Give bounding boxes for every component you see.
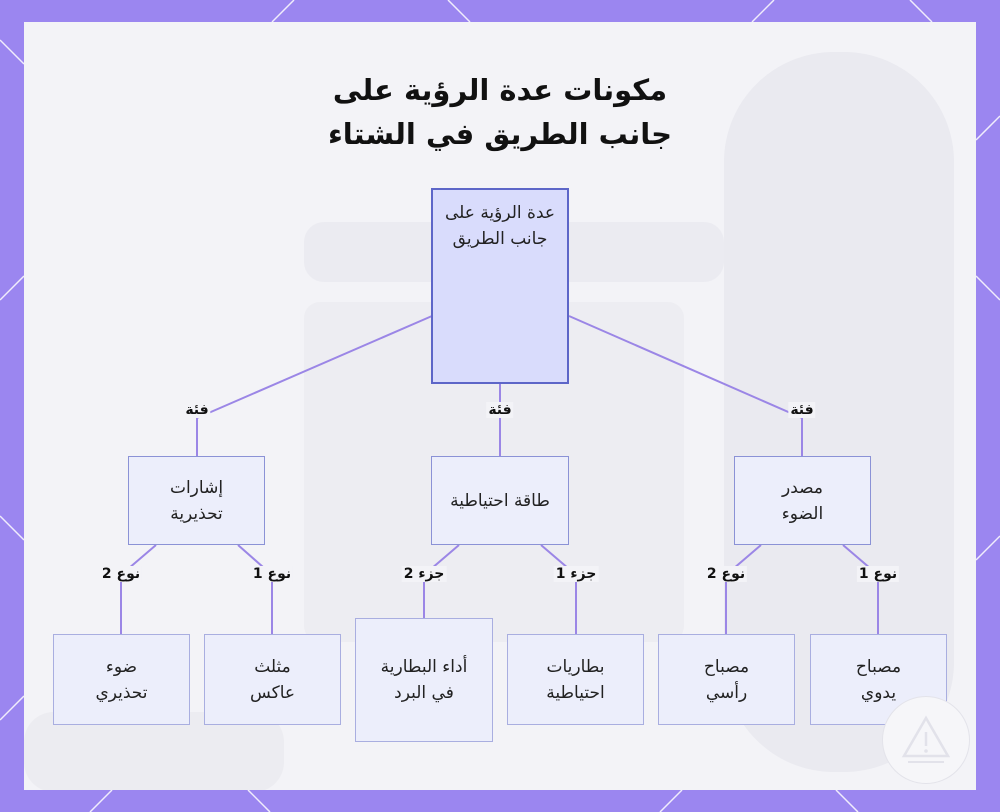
node-backup-power: طاقة احتياطية [431,456,569,545]
node-head-lamp-label: مصباح رأسي [703,656,750,703]
node-hand-lamp-label: مصباح يدوي [855,656,902,703]
node-head-lamp: مصباح رأسي [658,634,795,725]
node-warning-signs: إشارات تحذيرية [128,456,265,545]
root-node-label: عدة الرؤية على جانب الطريق [444,203,556,249]
diagram-title: مكونات عدة الرؤية على جانب الطريق في الش… [327,73,673,151]
node-warning-light-label: ضوء تحذيري [95,656,148,703]
edge-warning-triangle [237,544,273,634]
node-reflective-triangle: مثلث عاكس [204,634,341,725]
edge-root-light [568,315,803,456]
node-warning-signs-label: إشارات تحذيرية [169,477,224,524]
node-backup-batteries: بطاريات احتياطية [507,634,644,725]
edge-light-hand [842,544,879,634]
logo-icon [901,715,951,763]
edge-label-part2: جزء 2 [401,566,447,582]
edge-label-part1: جزء 1 [553,566,599,582]
node-warning-light: ضوء تحذيري [53,634,190,725]
edge-label-type2: نوع 2 [99,566,143,582]
edge-power-batteries [540,544,577,634]
edge-label-category: فئة [788,402,816,418]
root-node: عدة الرؤية على جانب الطريق [431,188,569,384]
edge-label-type1: نوع 1 [856,566,900,582]
edge-label-category: فئة [486,402,514,418]
node-backup-batteries-label: بطاريات احتياطية [546,656,605,703]
node-backup-power-label: طاقة احتياطية [450,490,550,511]
node-light-source: مصدر الضوء [734,456,871,545]
node-battery-cold: أداء البطارية في البرد [355,618,493,742]
edge-warning-light [120,544,157,634]
edge-light-head [725,544,762,634]
edge-label-category: فئة [183,402,211,418]
edge-root-warning [196,315,433,456]
node-battery-cold-label: أداء البطارية في البرد [380,657,468,703]
edge-label-type1: نوع 1 [250,566,294,582]
watermark-emblem [882,696,970,784]
node-light-source-label: مصدر الضوء [781,477,824,524]
node-reflective-triangle-label: مثلث عاكس [249,656,296,703]
edge-label-type2: نوع 2 [704,566,748,582]
